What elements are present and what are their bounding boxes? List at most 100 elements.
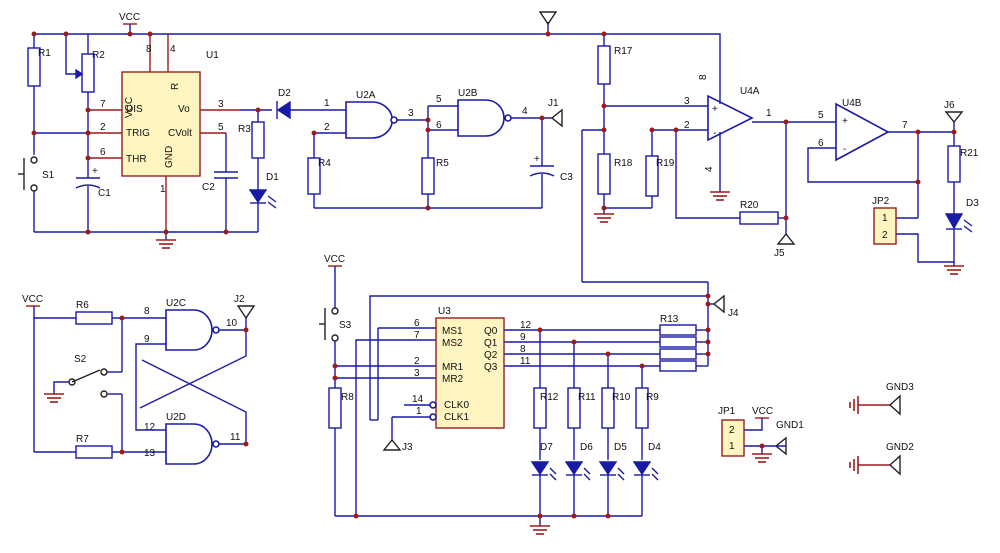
resistor-r3: R3 [238,110,265,190]
u4a-pin8: 8 [698,74,709,80]
resistor-r9: R9 [635,366,659,460]
nand-gate-u2a: U2A 1 2 3 [324,90,414,139]
u1-cvolt-pin-name: CVolt [168,128,192,139]
vcc-left-label: VCC [22,294,43,305]
resistor-r17: R17 [597,34,633,154]
c3-plus: + [534,154,540,165]
r11-label: R11 [578,392,596,403]
ground-s2 [44,393,64,403]
u2b-pin6: 6 [436,120,442,131]
u3-mr2: MR2 [442,374,464,385]
u3-pin6: 6 [414,318,420,329]
led-d6: D6 [564,442,593,481]
u1-pin7-num: 7 [100,99,106,110]
switch-s2: S2 [68,354,122,398]
led-d7: D7 [530,442,557,481]
jp2-label: JP2 [872,196,890,207]
resistor-r5: R5 [421,157,449,208]
diode-d2: D2 [276,88,291,120]
u4b-pin5: 5 [818,110,824,121]
ground-port-gnd2: GND2 [849,442,914,476]
u4a-label: U4A [740,86,760,97]
opamp-u4b: + - U4B 5 6 7 [818,98,908,162]
u2b-pin4: 4 [522,106,528,117]
jp2-pin1: 1 [882,213,888,224]
antenna-symbol-top [538,11,558,26]
resistor-r13-array: R13 [659,314,697,372]
vcc-top-symbol: VCC [119,12,140,34]
u2d-pin12: 12 [144,422,156,433]
connector-j3: J3 [382,438,413,453]
resistor-r10: R10 [601,354,631,460]
u3-pin1: 1 [416,406,422,417]
c3-label: C3 [560,172,573,183]
s3-label: S3 [339,320,352,331]
resistor-r6: R6 [75,300,113,325]
d6-label: D6 [580,442,593,453]
r8-label: R8 [341,392,354,403]
jp1-pin2: 2 [729,425,735,436]
r13-label: R13 [660,314,679,325]
u2a-pin2: 2 [324,122,330,133]
header-jp1: JP1 2 1 [718,406,745,457]
resistor-r20: R20 [739,200,779,225]
u4b-pin7: 7 [902,120,908,131]
s1-label: S1 [42,170,55,181]
u3-pin14: 14 [412,394,424,405]
header-jp2: JP2 1 2 [872,196,897,245]
d1-label: D1 [266,172,279,183]
r19-label: R19 [656,158,675,169]
u2a-pin3: 3 [408,108,414,119]
r6-label: R6 [76,300,89,311]
c1-plus: + [92,166,98,177]
j1-label: J1 [548,98,559,109]
u3-ms1: MS1 [442,326,463,337]
u1-pin4-num: 4 [170,44,176,55]
u4b-minus: - [843,144,846,155]
u3-clk1: CLK1 [444,412,469,423]
u2a-pin1: 1 [324,98,330,109]
c1-label: C1 [98,188,111,199]
resistor-r18: R18 [597,153,633,214]
u1-r-pin-name: R [170,83,181,90]
resistor-r4: R4 [307,133,331,208]
ground-u4a [710,191,730,201]
u1-dis-pin-name: DIS [126,104,143,115]
u3-clk0: CLK0 [444,400,469,411]
s2-label: S2 [74,354,87,365]
u4a-pin2: 2 [684,120,690,131]
ground-u3 [530,516,550,535]
gnd3-label: GND3 [886,382,914,393]
led-d4: D4 [632,442,661,481]
u3-pin12: 12 [520,320,532,331]
u1-vo-pin-name: Vo [178,104,190,115]
u3-q0: Q0 [484,326,498,337]
switch-s1: S1 [18,156,55,192]
led-d5: D5 [598,442,627,481]
u2a-label: U2A [356,90,376,101]
c2-label: C2 [202,182,215,193]
d5-label: D5 [614,442,627,453]
jp1-label: JP1 [718,406,736,417]
ground-r18 [594,213,614,223]
connector-j1: J1 [548,98,563,128]
u3-ms2: MS2 [442,338,463,349]
capacitor-c2: C2 [202,133,238,232]
j2-label: J2 [234,294,245,305]
vcc-jp1-label: VCC [752,406,773,417]
u3-pin3: 3 [414,368,420,379]
connector-j5: J5 [774,232,796,259]
u3-pin8: 8 [520,344,526,355]
led-d1: D1 [248,172,279,232]
u3-pin2: 2 [414,356,420,367]
u4a-pin3: 3 [684,96,690,107]
u2d-label: U2D [166,412,186,423]
opamp-u4a: + - U4A 8 3 2 1 4 [684,74,772,172]
ground-u1 [156,232,176,249]
u1-thr-pin-name: THR [126,154,147,165]
u4a-plus: + [712,104,718,115]
u4b-plus: + [842,116,848,127]
r12-label: R12 [540,392,559,403]
u4a-pin1: 1 [766,108,772,119]
gnd1-label: GND1 [776,420,804,431]
